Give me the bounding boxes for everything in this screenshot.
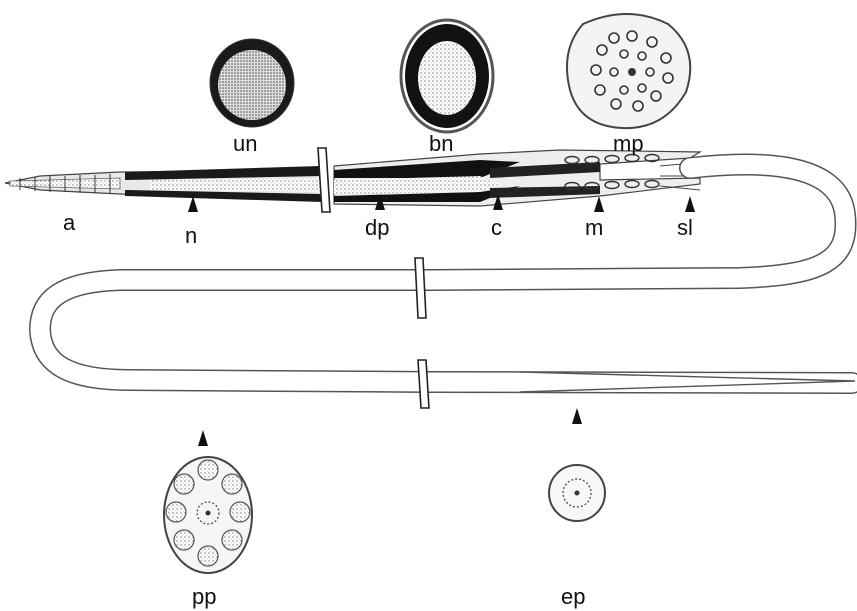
label-sl: sl xyxy=(677,215,693,240)
cross-section-mp xyxy=(567,14,690,128)
label-m: m xyxy=(585,215,603,240)
break-mark-tail-upper xyxy=(415,258,426,318)
pointer-m xyxy=(594,196,604,212)
cross-section-un xyxy=(210,39,294,127)
label-c: c xyxy=(491,215,502,240)
label-pp: pp xyxy=(192,584,216,609)
label-dp: dp xyxy=(365,215,389,240)
cross-section-pp xyxy=(164,457,252,573)
label-ep: ep xyxy=(561,584,585,609)
sperm-head xyxy=(5,166,325,202)
pointer-pp xyxy=(198,430,208,446)
pointer-n xyxy=(188,196,198,212)
label-n: n xyxy=(185,223,197,248)
break-mark-body xyxy=(318,148,330,212)
sperm-midpiece xyxy=(334,150,705,206)
cross-section-ep xyxy=(549,465,605,521)
label-un: un xyxy=(233,131,257,156)
pointer-ep xyxy=(572,408,582,424)
label-mp: mp xyxy=(613,131,644,156)
break-mark-tail-lower xyxy=(418,360,429,408)
panel-label-a: a xyxy=(63,210,76,235)
cross-section-bn xyxy=(401,20,493,132)
label-bn: bn xyxy=(429,131,453,156)
pointer-sl xyxy=(685,196,695,212)
